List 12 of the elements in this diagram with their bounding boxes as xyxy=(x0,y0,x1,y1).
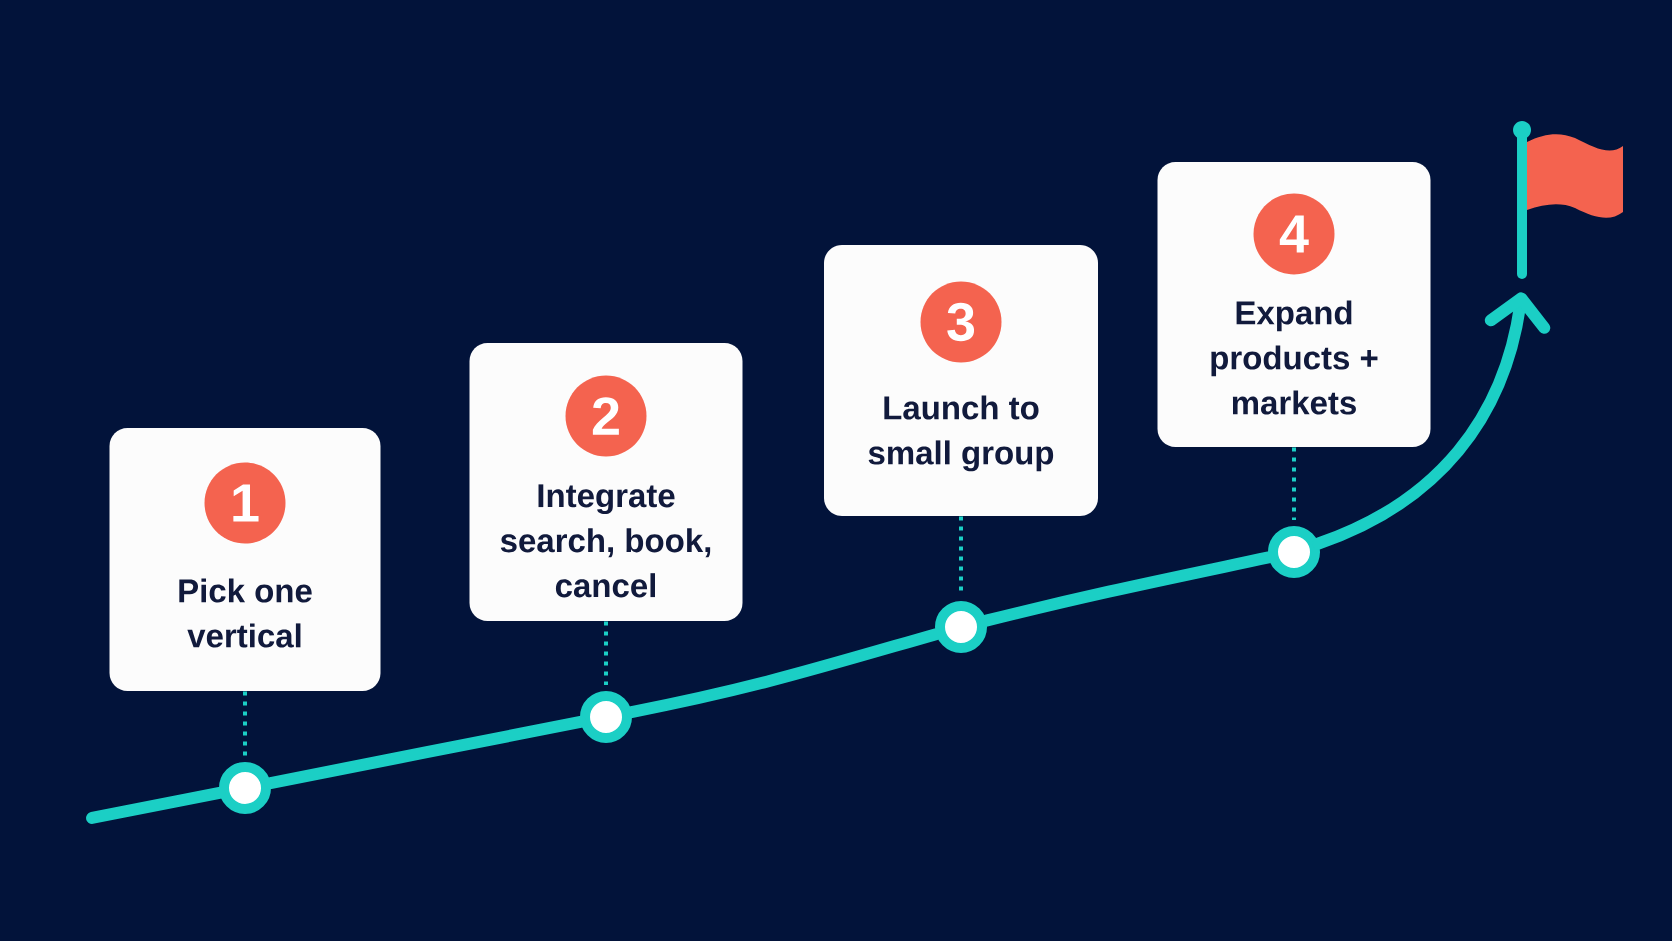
flag xyxy=(1513,121,1623,279)
dotted-line xyxy=(604,621,608,685)
number-badge: 2 xyxy=(565,375,647,457)
dotted-line xyxy=(1292,447,1296,520)
milestone-dot xyxy=(935,601,987,653)
number-badge: 1 xyxy=(204,462,286,544)
milestone-dot xyxy=(580,691,632,743)
milestone-dot xyxy=(1268,526,1320,578)
number-badge: 4 xyxy=(1253,193,1335,275)
milestone-dot xyxy=(219,762,271,814)
dotted-line xyxy=(243,691,247,756)
number-badge: 3 xyxy=(920,281,1002,363)
